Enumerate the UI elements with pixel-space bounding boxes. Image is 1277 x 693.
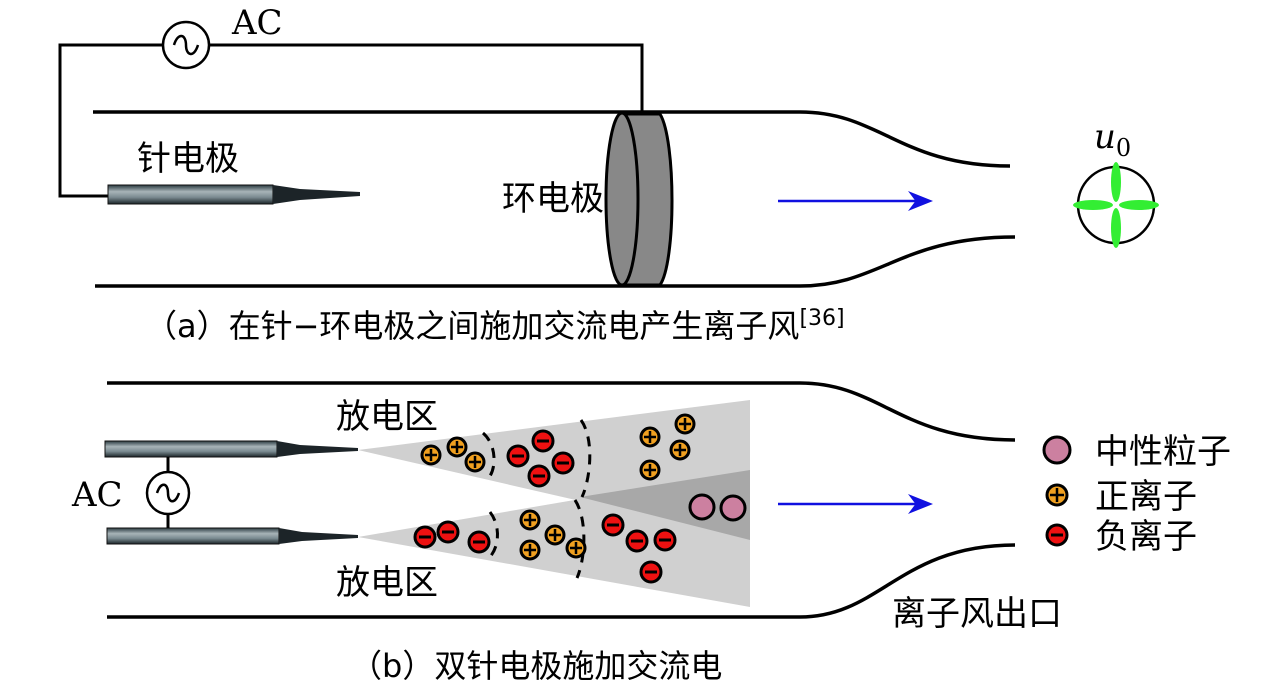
negative-ion-icon [601, 513, 625, 537]
ac-source-icon-b [145, 470, 191, 516]
tube-bottom-wall-b [107, 543, 1016, 619]
ac-label-a: AC [231, 3, 283, 43]
negative-ion-icon [625, 529, 649, 553]
velocity-label: u0 [1094, 117, 1131, 162]
zone-boundaries [481, 419, 592, 579]
positive-ion-icon [519, 509, 541, 531]
negative-ion-icon [527, 464, 551, 488]
discharge-zone-label-bottom: 放电区 [336, 563, 438, 603]
ring-electrode-label: 环电极 [502, 179, 604, 219]
positive-ion-icon [446, 436, 468, 458]
tube-bottom-wall [95, 235, 1016, 288]
needle-electrode-top [104, 440, 358, 458]
needle-electrode [107, 184, 360, 205]
fan-icon [1073, 162, 1159, 248]
negative-ion-icon [506, 444, 530, 468]
outlet-label: 离子风出口 [892, 594, 1062, 634]
positive-ion-icon [674, 413, 696, 435]
caption-b: （b）双针电极施加交流电 [350, 647, 722, 685]
caption-a: （a）在针−环电极之间施加交流电产生离子风[36] [145, 306, 845, 345]
overlap-region [580, 470, 750, 540]
legend-label: 中性粒子 [1095, 432, 1231, 472]
tube-top-wall [93, 110, 1011, 168]
positive-ion-icon [464, 451, 486, 473]
positive-ion-icon [519, 539, 541, 561]
positive-ion-icon [420, 444, 442, 466]
neutral-particle-icon [1042, 435, 1072, 465]
needle-electrode-bottom [106, 527, 358, 545]
legend-label: 正离子 [1095, 477, 1197, 517]
negative-ion-icon [1045, 523, 1069, 547]
negative-ion-icon [436, 520, 460, 544]
positive-ion-icon [1045, 483, 1069, 507]
negative-ion-icon [531, 429, 555, 453]
neutral-particle-icon [688, 493, 716, 521]
panel-a: AC 针电极 环电极 u0 （a）在针−环电极之间施加交流电产生离子风[36] [58, 3, 1159, 345]
positive-ion-icon [639, 459, 661, 481]
negative-ion-icon [413, 525, 437, 549]
needle-electrode-label: 针电极 [137, 139, 239, 179]
negative-ion-icon [551, 451, 575, 475]
legend-label: 负离子 [1095, 517, 1197, 557]
positive-ion-icon [544, 524, 566, 546]
discharge-zone-label-top: 放电区 [336, 397, 438, 437]
ring-electrode [604, 111, 674, 287]
ac-source-icon [161, 20, 211, 70]
tube-top-wall-b [107, 381, 1016, 442]
positive-ion-icon [639, 426, 661, 448]
legend-item-positive-ion: 正离子 [1045, 477, 1197, 517]
legend-item-neutral-particle: 中性粒子 [1042, 432, 1231, 472]
particles [413, 413, 747, 584]
positive-ion-icon [669, 439, 691, 461]
positive-ion-icon [565, 537, 587, 559]
ac-label-b: AC [71, 475, 123, 515]
neutral-particle-icon [719, 494, 747, 522]
circuit-wire [58, 43, 644, 198]
negative-ion-icon [467, 530, 491, 554]
negative-ion-icon [653, 528, 677, 552]
negative-ion-icon [639, 560, 663, 584]
legend-item-negative-ion: 负离子 [1045, 517, 1197, 557]
